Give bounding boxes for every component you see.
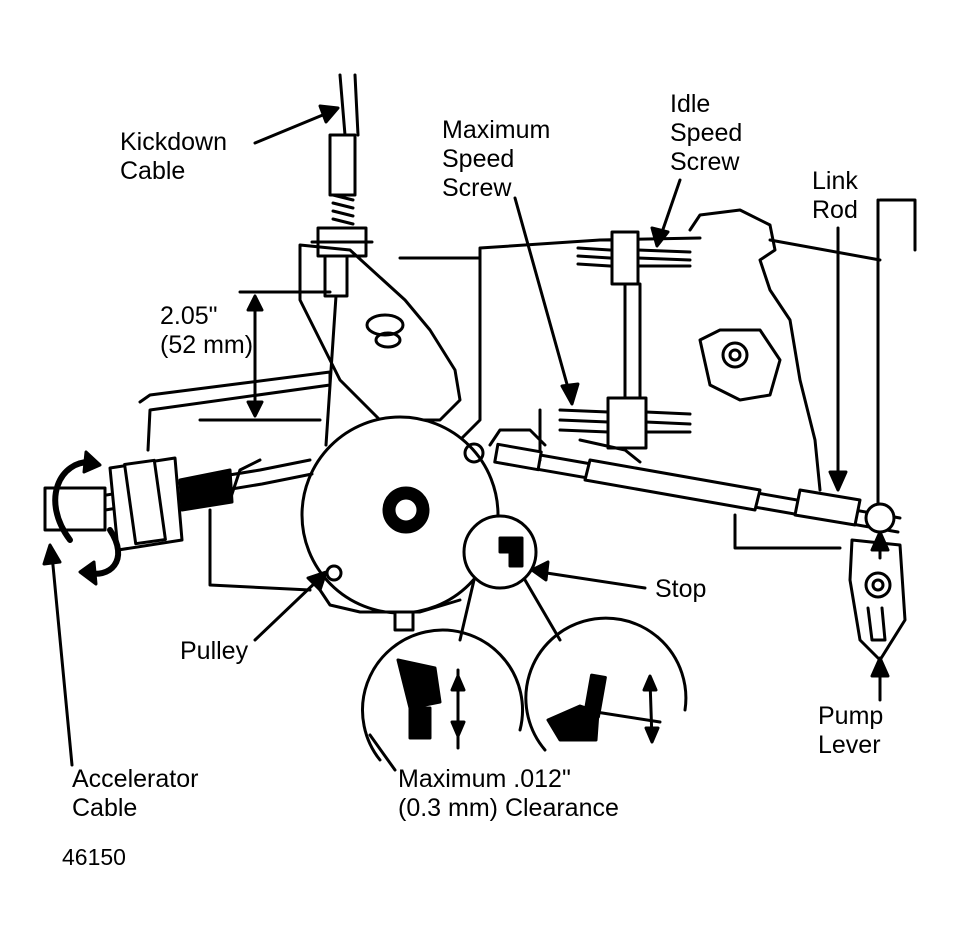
maximum-speed-screw-line-1: Maximum	[442, 116, 551, 144]
body-bolt	[721, 341, 749, 369]
maximum-speed-screw-label: Maximum Speed Screw	[442, 116, 550, 203]
link-rod-label: Link Rod	[812, 167, 858, 225]
pump-lever-line-2: Lever	[818, 731, 881, 759]
rotation-arrow-icon	[52, 450, 122, 586]
link-rod-line-1: Link	[812, 167, 858, 195]
accelerator-cable-part	[43, 370, 332, 552]
clearance-line-2: (0.3 mm) Clearance	[398, 794, 619, 822]
dimension-marker	[198, 290, 332, 422]
idle-speed-screw-line-2: Speed	[670, 119, 743, 147]
link-rod	[493, 442, 902, 534]
idle-speed-screw-line-3: Screw	[670, 148, 740, 176]
figure-number: 46150	[62, 844, 126, 870]
pulley-label: Pulley	[180, 637, 249, 665]
maximum-speed-screw-line-3: Screw	[442, 174, 512, 202]
cable-bracket	[298, 243, 462, 422]
kickdown-cable	[310, 73, 374, 447]
kickdown-cable-label: Kickdown Cable	[120, 128, 227, 186]
dimension-label: 2.05" (52 mm)	[160, 302, 253, 360]
stop-label: Stop	[655, 575, 707, 603]
pump-lever-line-1: Pump	[818, 702, 884, 730]
pulley-part	[300, 415, 547, 632]
kickdown-cable-line-2: Cable	[120, 157, 186, 185]
bracket-bolt	[365, 313, 405, 337]
idle-speed-screw-label: Idle Speed Screw	[670, 90, 742, 177]
maximum-speed-screw-line-2: Speed	[442, 145, 515, 173]
accelerator-cable-label: Accelerator Cable	[72, 765, 198, 823]
clearance-line-1: Maximum .012"	[398, 765, 571, 793]
clearance-detail-left	[361, 578, 524, 762]
link-rod-line-2: Rod	[812, 196, 858, 224]
stop-part	[462, 514, 538, 590]
clearance-label: Maximum .012" (0.3 mm) Clearance	[398, 765, 619, 823]
dimension-line-2: (52 mm)	[160, 331, 254, 359]
idle-speed-screw	[576, 230, 692, 402]
maximum-speed-screw	[558, 396, 692, 464]
accelerator-cable-line-1: Accelerator	[72, 765, 199, 793]
dimension-line-1: 2.05"	[160, 302, 218, 330]
clearance-detail-right	[523, 578, 688, 752]
kickdown-cable-line-1: Kickdown	[120, 128, 227, 156]
accelerator-cable-line-2: Cable	[72, 794, 138, 822]
idle-speed-screw-line-1: Idle	[670, 90, 711, 118]
pump-lever-label: Pump Lever	[818, 702, 883, 760]
pump-lever-part	[848, 538, 907, 662]
leader-arrows	[42, 104, 890, 772]
